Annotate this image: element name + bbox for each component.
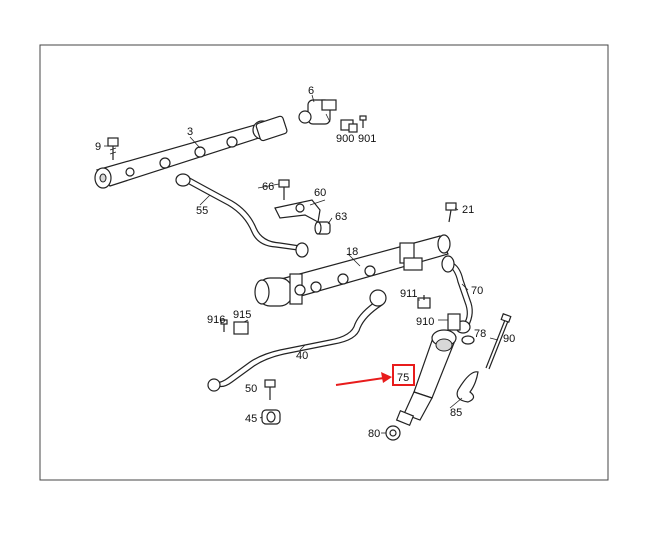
stud-90[interactable] — [485, 313, 512, 370]
label-part-910: 910 — [416, 316, 434, 328]
label-part-916: 916 — [207, 314, 225, 326]
clamp-910[interactable] — [447, 313, 461, 331]
label-part-900: 900 — [336, 133, 354, 145]
label-part-18: 18 — [346, 246, 358, 258]
label-part-915: 915 — [233, 309, 251, 321]
label-part-55: 55 — [196, 205, 208, 217]
label-part-90: 90 — [503, 333, 515, 345]
washer-80[interactable] — [385, 425, 401, 441]
label-part-50: 50 — [245, 383, 257, 395]
bolt-50[interactable] — [264, 379, 276, 400]
label-part-85: 85 — [450, 407, 462, 419]
label-part-45: 45 — [245, 413, 257, 425]
label-part-21: 21 — [462, 204, 474, 216]
grommet-45[interactable] — [261, 409, 281, 425]
seal-78[interactable] — [461, 335, 475, 345]
label-part-75: 75 — [397, 372, 409, 384]
diagram-frame — [39, 44, 609, 481]
fuel-line-40[interactable] — [207, 289, 387, 392]
label-part-63: 63 — [335, 211, 347, 223]
label-part-6: 6 — [308, 85, 314, 97]
fuel-rail-lower[interactable] — [254, 234, 451, 307]
highlight-box — [392, 364, 415, 386]
pressure-sensor-6[interactable] — [298, 99, 337, 125]
claw-85[interactable] — [456, 371, 479, 403]
fuel-rail-upper[interactable] — [94, 115, 288, 189]
damper-63[interactable] — [314, 221, 331, 235]
fuel-line-55[interactable] — [175, 173, 309, 258]
pin-901[interactable] — [359, 115, 367, 128]
label-part-78: 78 — [474, 328, 486, 340]
bolt-9[interactable] — [107, 137, 119, 160]
connector-915[interactable] — [233, 321, 249, 335]
bolt-66[interactable] — [278, 179, 290, 200]
injector-75[interactable] — [395, 329, 457, 427]
label-part-60: 60 — [314, 187, 326, 199]
label-part-3: 3 — [187, 126, 193, 138]
connector-911[interactable] — [417, 295, 431, 309]
pin-916[interactable] — [220, 319, 228, 332]
label-part-9: 9 — [95, 141, 101, 153]
connector-900[interactable] — [340, 119, 358, 133]
label-part-911: 911 — [400, 288, 418, 300]
label-part-66: 66 — [262, 181, 274, 193]
fuel-line-70[interactable] — [441, 255, 473, 334]
bracket-60[interactable] — [274, 199, 321, 223]
label-part-40: 40 — [296, 350, 308, 362]
highlight-arrow — [335, 372, 392, 386]
label-part-80: 80 — [368, 428, 380, 440]
bolt-21[interactable] — [445, 202, 457, 223]
label-part-901: 901 — [358, 133, 376, 145]
label-part-70: 70 — [471, 285, 483, 297]
